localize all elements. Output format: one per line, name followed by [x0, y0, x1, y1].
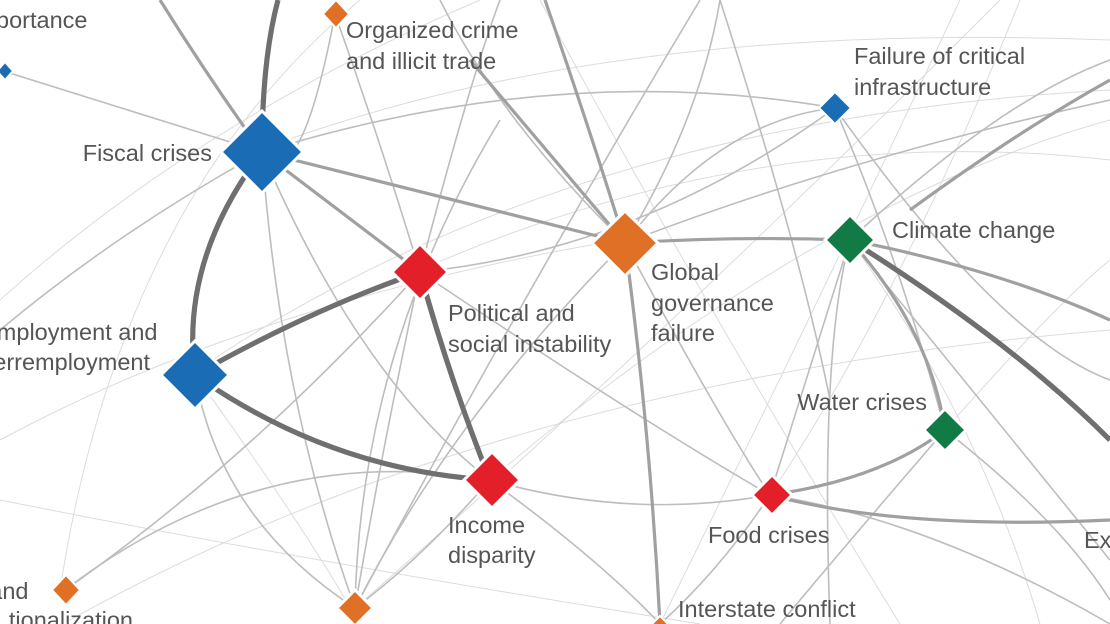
- label-line: Global: [651, 259, 719, 285]
- label-line: Food crises: [708, 522, 829, 548]
- node-income-disparity[interactable]: [461, 449, 523, 511]
- node-fiscal-crises[interactable]: [218, 108, 306, 196]
- label-line: Fiscal crises: [83, 140, 212, 166]
- label-line: disparity: [448, 542, 536, 568]
- label-line: Climate change: [892, 217, 1055, 243]
- label-line: Organized crime: [346, 17, 518, 43]
- label-line: Ex: [1084, 527, 1110, 553]
- label-line: and illicit trade: [346, 48, 496, 74]
- label-food-crises: Food crises: [708, 522, 829, 548]
- label-unemployment: nemployment and erremployment: [0, 319, 164, 375]
- label-political-social-instability: Political and social instability: [448, 300, 612, 357]
- node-interstate-conflict[interactable]: [650, 614, 670, 624]
- node-water-crises[interactable]: [921, 406, 969, 454]
- label-interstate-conflict: Interstate conflict: [678, 596, 856, 622]
- risk-nodes: [0, 0, 966, 624]
- medium-edges: [158, 0, 1110, 624]
- label-line: Water crises: [797, 389, 927, 415]
- label-line: erremployment: [0, 349, 150, 375]
- label-line: governance: [651, 290, 774, 316]
- label-line: tionalization: [9, 607, 133, 624]
- label-nationalization: and tionalization: [0, 578, 133, 624]
- label-failure-critical-infrastructure: Failure of critical infrastructure: [854, 43, 1032, 100]
- label-line: and: [0, 578, 28, 604]
- label-line: Income: [448, 512, 525, 538]
- node-political-social-instability[interactable]: [389, 241, 451, 303]
- label-line: failure: [651, 320, 715, 346]
- node-organized-crime[interactable]: [321, 0, 351, 30]
- node-global-governance-failure[interactable]: [589, 208, 661, 279]
- label-water-crises: Water crises: [797, 389, 927, 415]
- risk-labels: portance Organized crime and illicit tra…: [0, 7, 1110, 624]
- label-organized-crime: Organized crime and illicit trade: [346, 17, 525, 74]
- label-line: Political and: [448, 300, 575, 326]
- node-bottom-orange[interactable]: [334, 587, 376, 624]
- label-line: portance: [0, 7, 87, 33]
- node-climate-change[interactable]: [822, 212, 878, 268]
- label-line: nemployment and: [0, 319, 157, 345]
- label-importance: portance: [0, 7, 87, 33]
- node-food-crises[interactable]: [749, 472, 795, 518]
- label-line: infrastructure: [854, 74, 991, 100]
- label-global-governance-failure: Global governance failure: [651, 259, 780, 346]
- label-fiscal-crises: Fiscal crises: [83, 140, 212, 166]
- label-climate-change: Climate change: [892, 217, 1055, 243]
- node-nationalization[interactable]: [50, 573, 82, 607]
- node-importance[interactable]: [0, 60, 15, 82]
- label-line: Interstate conflict: [678, 596, 856, 622]
- label-line: social instability: [448, 331, 612, 357]
- label-right-edge: Ex: [1084, 527, 1110, 553]
- label-line: Failure of critical: [854, 43, 1025, 69]
- node-unemployment[interactable]: [158, 338, 232, 412]
- label-income-disparity: Income disparity: [448, 512, 536, 568]
- node-failure-critical-infrastructure[interactable]: [817, 90, 853, 126]
